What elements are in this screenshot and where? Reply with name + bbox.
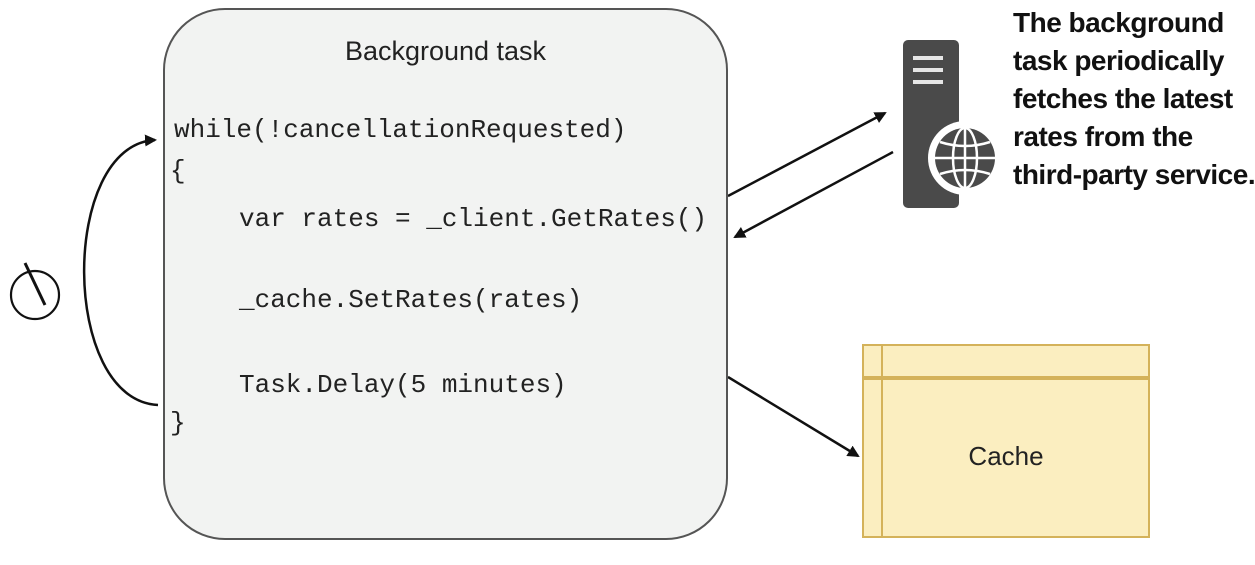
cache-box: Cache bbox=[862, 344, 1150, 538]
annotation-text: The background task periodically fetches… bbox=[1013, 4, 1255, 194]
loop-arrow bbox=[82, 134, 159, 407]
request-arrow bbox=[727, 111, 887, 198]
annotation-line: task periodically bbox=[1013, 45, 1224, 76]
code-line-close-brace: } bbox=[170, 408, 186, 438]
code-line-get-rates: var rates = _client.GetRates() bbox=[239, 204, 708, 234]
cache-label: Cache bbox=[968, 441, 1044, 471]
cache-arrow bbox=[727, 375, 860, 458]
background-task-box: Background task bbox=[163, 8, 728, 540]
response-arrow bbox=[733, 150, 894, 239]
annotation-line: rates from the bbox=[1013, 121, 1193, 152]
code-line-while: while(!cancellationRequested) bbox=[174, 115, 627, 145]
task-title: Background task bbox=[344, 36, 547, 66]
cache-header-line bbox=[864, 376, 1148, 380]
code-line-set-rates: _cache.SetRates(rates) bbox=[239, 285, 583, 315]
annotation-line: fetches the latest bbox=[1013, 83, 1233, 114]
timer-icon bbox=[9, 262, 61, 321]
annotation-line: The background bbox=[1013, 7, 1224, 38]
code-line-delay: Task.Delay(5 minutes) bbox=[239, 370, 567, 400]
code-line-open-brace: { bbox=[170, 156, 186, 186]
annotation-line: third-party service. bbox=[1013, 159, 1255, 190]
cache-side-line bbox=[881, 346, 883, 536]
server-globe-icon bbox=[903, 40, 1002, 208]
